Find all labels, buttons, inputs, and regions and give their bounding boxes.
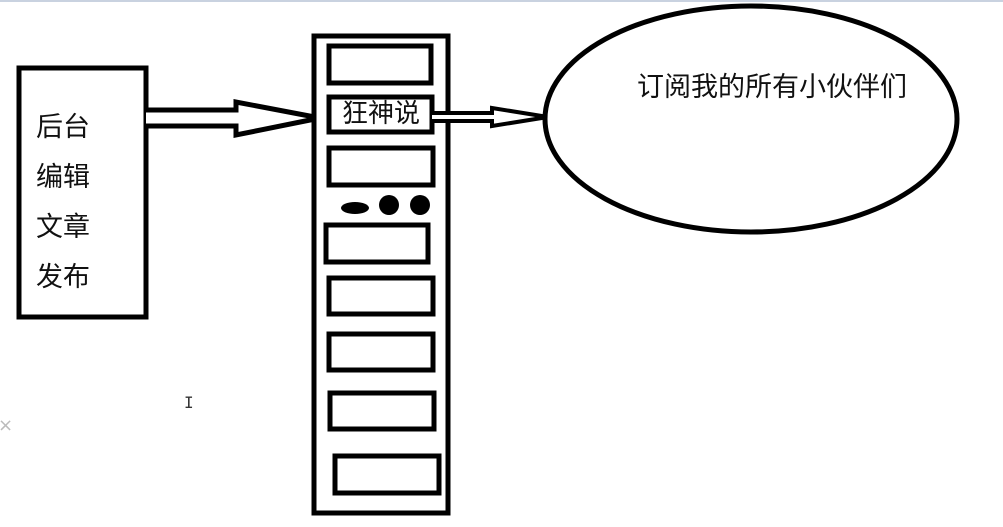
rack-slot-highlighted[interactable]	[326, 94, 435, 135]
indicator-dot-1	[379, 195, 399, 215]
indicator-dot-2	[410, 195, 430, 215]
source-line-1: 后台	[36, 112, 90, 143]
rack-slot-1[interactable]	[326, 43, 434, 86]
source-line-4: 发布	[36, 262, 90, 293]
close-icon[interactable]: ×	[0, 415, 14, 436]
rack-slot-8[interactable]	[332, 453, 442, 496]
window-top-border	[0, 0, 1003, 2]
indicator-ellipse	[341, 202, 369, 214]
rack-highlight-label: 狂神说	[342, 99, 421, 129]
rack-indicator-dots	[341, 195, 430, 215]
rack-slot-5[interactable]	[326, 275, 436, 317]
ellipse-text: 订阅我的所有小伙伴们	[637, 72, 907, 103]
rack-slot-3[interactable]	[326, 145, 436, 188]
rack-slot-6[interactable]	[326, 331, 436, 373]
text-cursor-icon: I	[184, 393, 194, 412]
source-box-text: 后台 编辑 文章 发布	[36, 103, 106, 303]
source-line-3: 文章	[36, 212, 90, 243]
arrow-source-to-rack	[146, 98, 321, 139]
rack-slot-7[interactable]	[327, 390, 437, 432]
source-box[interactable]	[16, 65, 149, 320]
target-ellipse[interactable]	[542, 3, 960, 235]
source-line-2: 编辑	[36, 162, 90, 193]
rack-slot-4[interactable]	[323, 222, 431, 265]
